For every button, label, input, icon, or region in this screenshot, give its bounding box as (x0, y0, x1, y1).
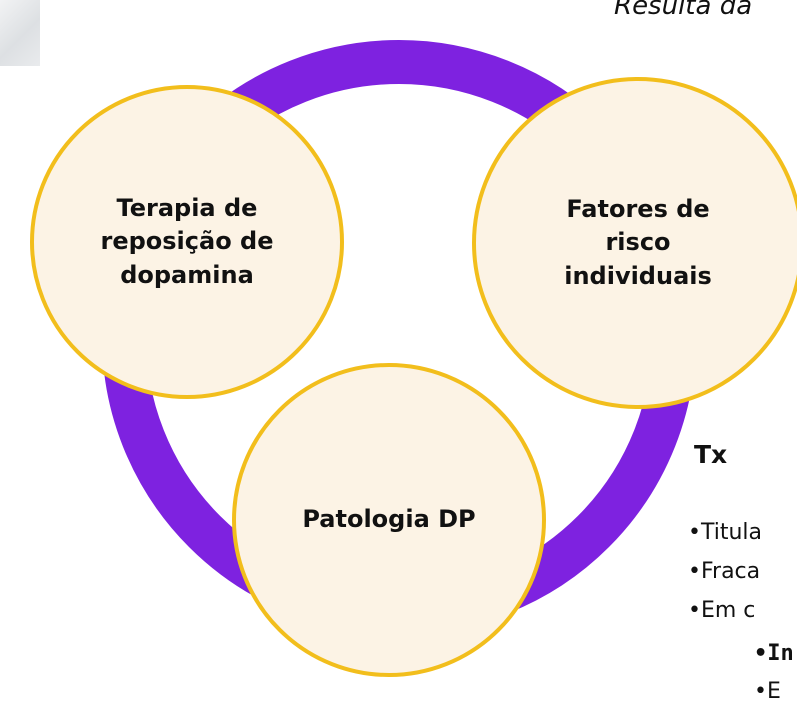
corner-image-fragment (0, 0, 40, 66)
tx-bullet-2: •Fraca (688, 559, 761, 584)
tx-bullet-1: •Titula (688, 520, 763, 545)
tx-text-panel: Tx •Titula •Fraca •Em c •In •E (662, 440, 794, 704)
circle-risk-factors-label: Fatores de risco individuais (564, 195, 712, 290)
circle-risk-factors: Fatores de risco individuais (472, 77, 797, 409)
circle-pathology-label: Patologia DP (302, 505, 476, 534)
circle-dopamine-therapy-label: Terapia de reposição de dopamina (100, 194, 274, 289)
tx-subbullet-1: •In (754, 641, 794, 666)
circle-dopamine-therapy: Terapia de reposição de dopamina (30, 85, 344, 399)
tx-bullet-3: •Em c (688, 598, 756, 623)
tx-subbullet-2: •E (754, 679, 781, 704)
header-text-fragment: Resulta da (614, 0, 753, 21)
tx-heading: Tx (694, 440, 728, 469)
circle-pathology: Patologia DP (232, 363, 546, 677)
